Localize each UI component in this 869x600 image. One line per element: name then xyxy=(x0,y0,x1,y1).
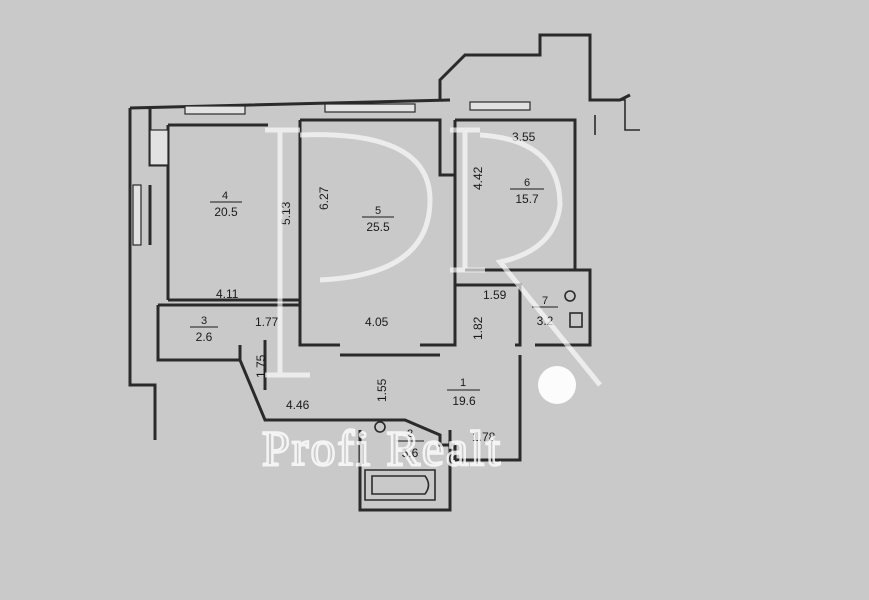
room-6-label: 6 15.7 xyxy=(510,177,544,206)
dim-6-27: 6.27 xyxy=(317,186,331,210)
dim-4-11: 4.11 xyxy=(216,287,239,301)
sink-icon xyxy=(569,312,583,328)
svg-text:25.5: 25.5 xyxy=(366,220,390,234)
dim-1-78: 1.78 xyxy=(472,430,496,444)
svg-text:2: 2 xyxy=(407,428,413,440)
sink-icon-2 xyxy=(374,421,386,433)
svg-text:20.5: 20.5 xyxy=(214,205,238,219)
watermark: Profi Realt xyxy=(261,127,602,477)
dim-4-42: 4.42 xyxy=(471,166,485,190)
fixtures xyxy=(371,290,583,495)
watermark-text: Profi Realt xyxy=(262,420,502,476)
watermark-orb xyxy=(538,366,576,404)
svg-text:6: 6 xyxy=(524,177,530,189)
dim-1-59: 1.59 xyxy=(483,288,507,302)
room-4-label: 4 20.5 xyxy=(210,190,242,219)
svg-text:5: 5 xyxy=(375,205,381,217)
svg-text:5.6: 5.6 xyxy=(402,446,419,460)
room-5-label: 5 25.5 xyxy=(362,205,394,234)
room-7-label: 7 3.2 xyxy=(532,295,558,328)
room-labels: 4 20.5 5 25.5 6 15.7 3 2.6 7 3.2 1 19.6 xyxy=(190,177,558,460)
room-2-label: 2 5.6 xyxy=(396,428,424,460)
outer-walls xyxy=(128,33,640,512)
dim-4-46: 4.46 xyxy=(286,398,310,412)
svg-text:1: 1 xyxy=(460,377,466,389)
toilet-icon xyxy=(564,290,576,302)
dim-1-75: 1.75 xyxy=(254,354,268,378)
room-1-label: 1 19.6 xyxy=(447,377,480,408)
dim-1-77: 1.77 xyxy=(255,315,279,329)
svg-text:2.6: 2.6 xyxy=(196,330,213,344)
svg-text:3: 3 xyxy=(201,315,207,327)
svg-text:7: 7 xyxy=(542,295,548,307)
room-3-label: 3 2.6 xyxy=(190,315,218,344)
svg-text:4: 4 xyxy=(222,190,228,202)
watermark-monogram-logo xyxy=(265,127,602,387)
svg-text:15.7: 15.7 xyxy=(515,192,539,206)
bathtub-icon xyxy=(371,475,430,495)
dimension-labels: 5.13 4.11 1.77 1.75 6.27 4.05 1.55 4.46 … xyxy=(216,130,536,444)
svg-text:19.6: 19.6 xyxy=(452,394,476,408)
dim-1-82: 1.82 xyxy=(471,316,485,340)
dim-1-55: 1.55 xyxy=(375,378,389,402)
windows xyxy=(132,101,531,246)
dim-4-05: 4.05 xyxy=(365,315,389,329)
